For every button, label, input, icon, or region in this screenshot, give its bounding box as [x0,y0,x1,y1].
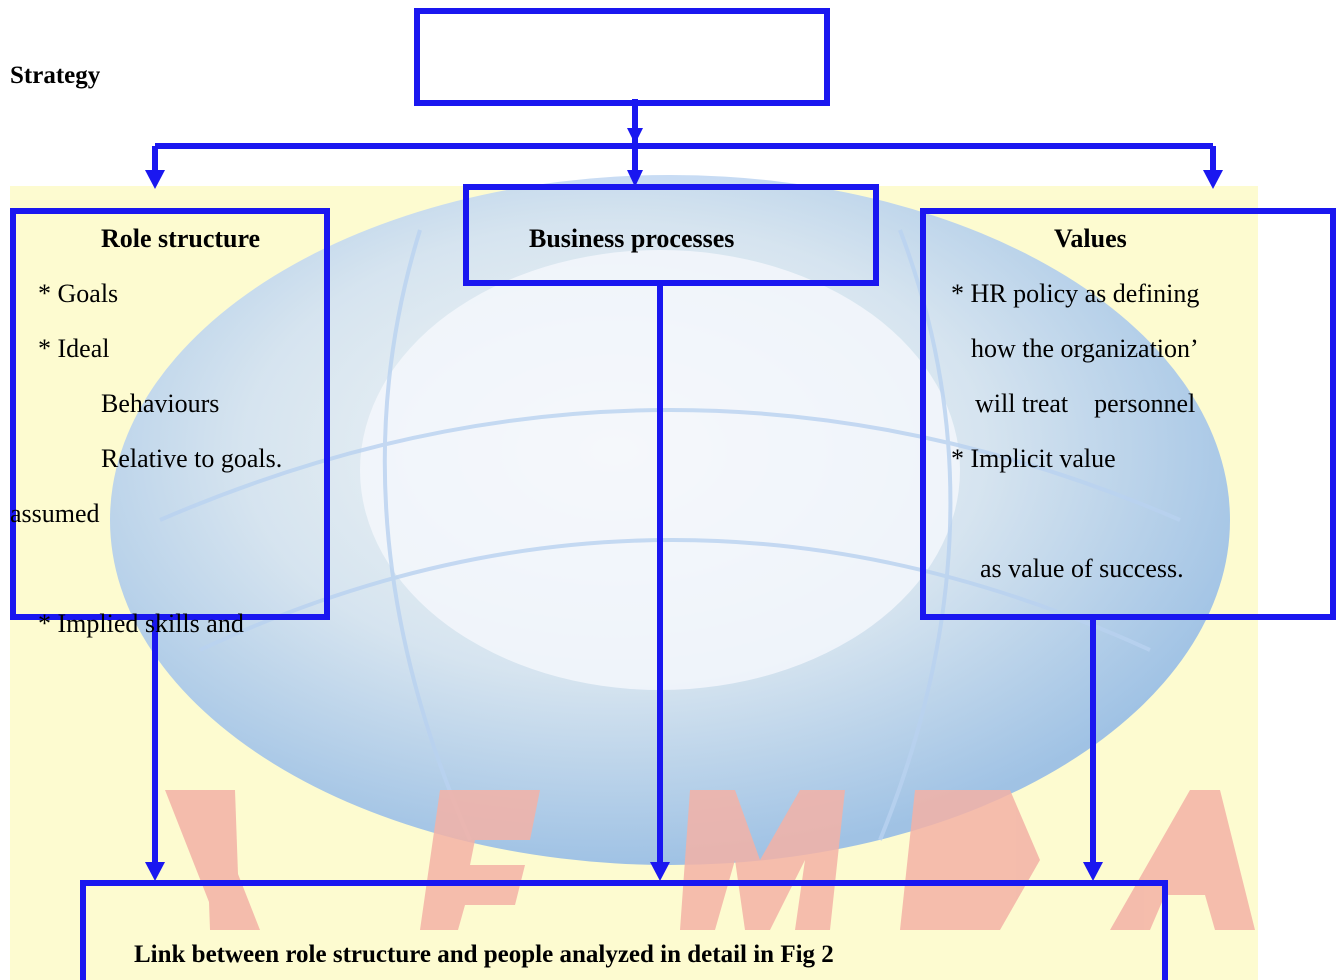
link-text: Link between role structure and people a… [134,941,834,968]
role-item-ideal: * Ideal [38,334,110,363]
role-item-assumed: assumed [10,499,100,528]
values-item-organization: how the organization’ [971,334,1199,363]
values-item-hr-policy: * HR policy as defining [951,279,1200,308]
values-item-personnel: will treat personnel [975,389,1196,418]
strategy-box [414,8,830,106]
role-item-behaviours: Behaviours [101,389,220,418]
business-processes-title: Business processes [529,224,735,253]
role-structure-box [10,208,330,620]
strategy-label: Strategy [10,62,101,89]
values-item-implicit: * Implicit value [951,444,1116,473]
link-box [80,880,1168,980]
values-box [920,208,1336,620]
values-title: Values [1054,224,1127,253]
role-item-relative: Relative to goals. [101,444,283,473]
role-item-goals: * Goals [38,279,119,308]
values-item-success: as value of success. [980,554,1184,583]
role-item-implied: * Implied skills and [38,609,244,638]
role-structure-title: Role structure [101,224,261,253]
business-processes-box [463,184,879,286]
